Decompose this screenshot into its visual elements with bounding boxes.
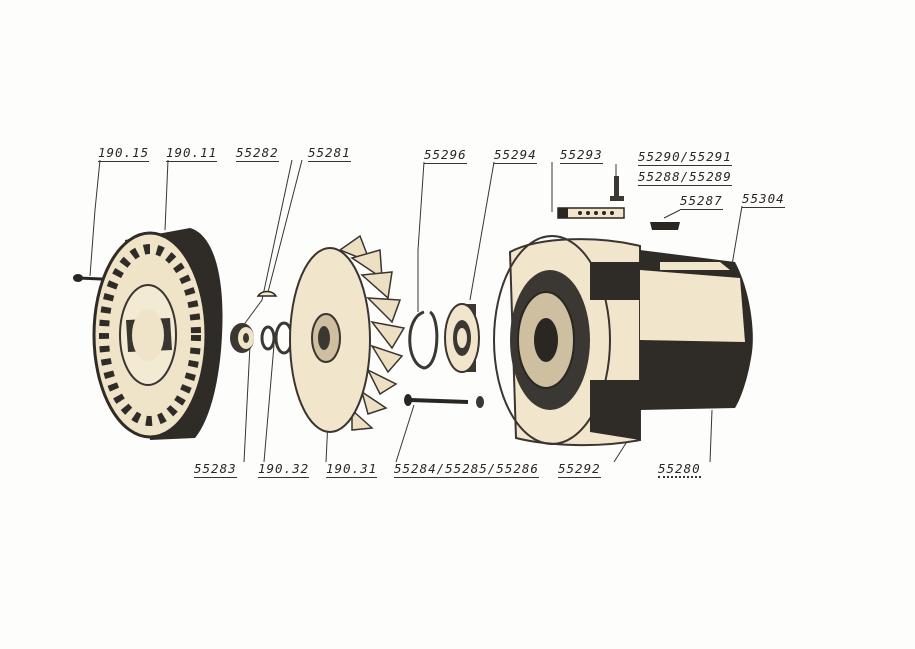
label-55290: 55290/55291 — [638, 149, 732, 166]
stator-55280 — [640, 250, 753, 410]
label-190-31: 190.31 — [326, 461, 378, 478]
nut-55282 — [230, 323, 254, 353]
label-190-15: 190.15 — [98, 145, 150, 162]
label-55304: 55304 — [742, 191, 785, 208]
label-55281: 55281 — [308, 145, 351, 162]
washer-55283 — [260, 325, 276, 351]
label-190-11: 190.11 — [166, 145, 218, 162]
label-55293: 55293 — [560, 147, 603, 164]
fan-190-31 — [289, 234, 406, 433]
label-55283: 55283 — [194, 461, 237, 478]
label-55282: 55282 — [236, 145, 279, 162]
key-55281 — [256, 290, 278, 297]
front-cover-190-11 — [92, 228, 223, 440]
label-55284: 55284/55285/55286 — [394, 461, 539, 478]
bearing-55294 — [444, 303, 480, 373]
housing-55292 — [493, 235, 641, 447]
bracket-55287 — [650, 222, 680, 230]
terminal-strip-55293 — [557, 207, 625, 219]
label-55292: 55292 — [558, 461, 601, 478]
label-55287: 55287 — [680, 193, 723, 210]
label-55296: 55296 — [424, 147, 467, 164]
screw-55290 — [610, 176, 624, 201]
label-55294: 55294 — [494, 147, 537, 164]
leader-lines — [89, 159, 743, 463]
label-55288: 55288/55289 — [638, 169, 732, 186]
bolt-55284 — [404, 394, 484, 408]
label-190-32: 190.32 — [258, 461, 310, 478]
circlip-55296 — [408, 310, 439, 370]
label-55280: 55280 — [658, 461, 701, 478]
